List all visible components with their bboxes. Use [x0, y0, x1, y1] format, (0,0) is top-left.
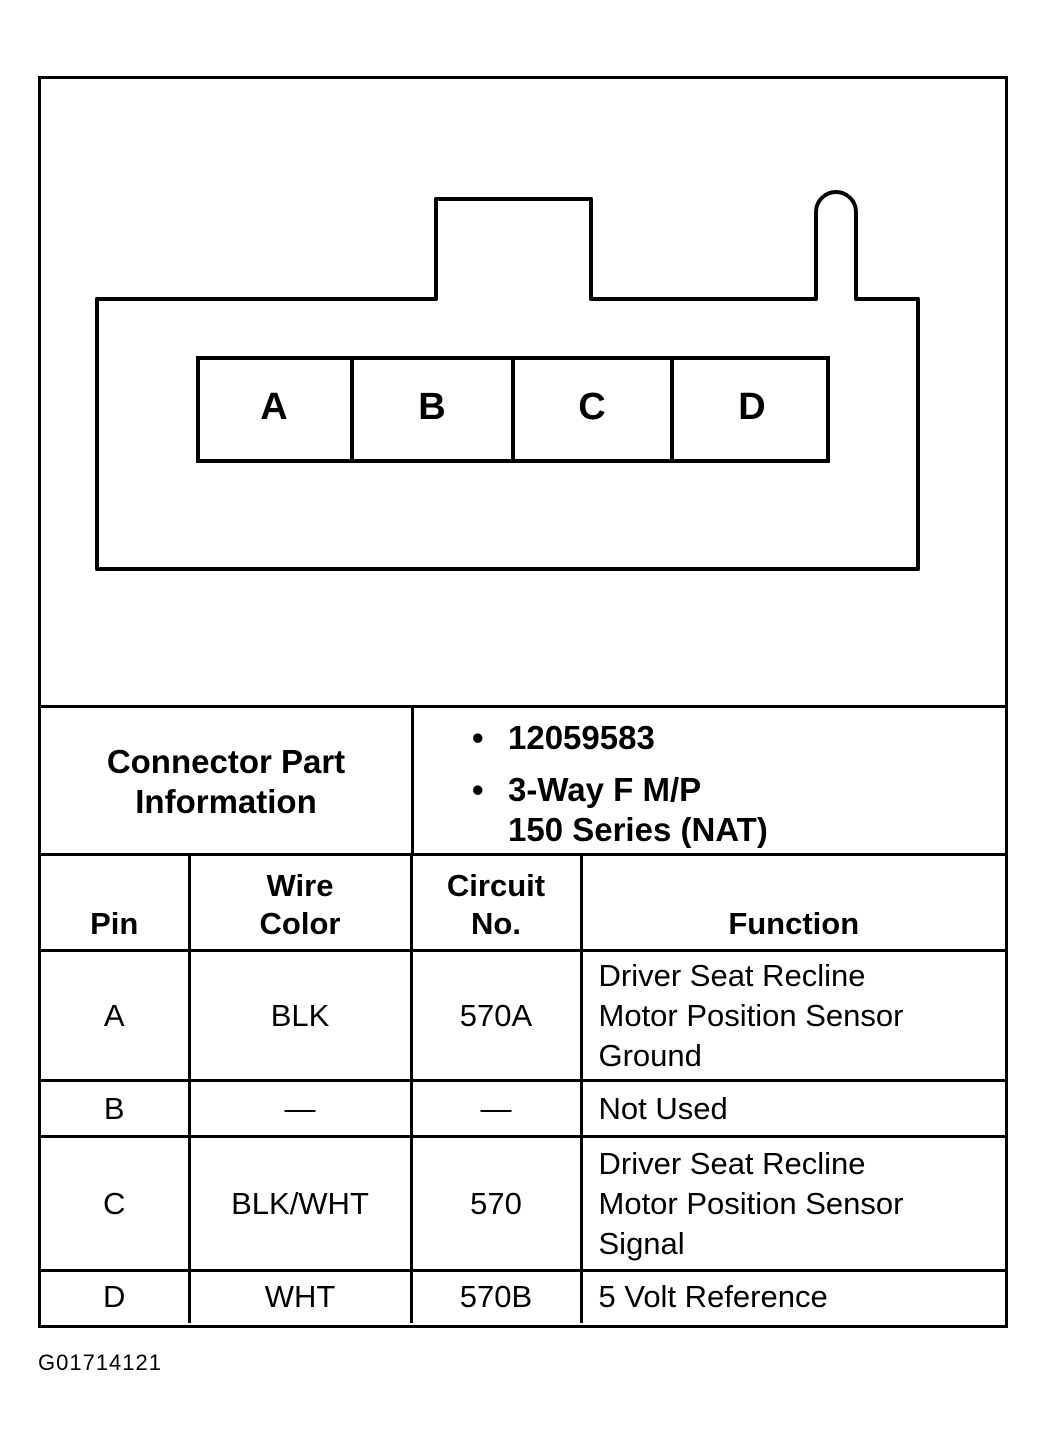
pinout-table: Pin Wire Color Circuit No. Function A BL…: [41, 853, 1005, 1323]
cavity-label-a: A: [260, 386, 288, 428]
wire-color-cell: WHT: [187, 1269, 413, 1323]
info-label-line1: Connector Part: [106, 743, 346, 780]
figure-code: G01714121: [38, 1350, 162, 1375]
info-label-line2: Information: [135, 783, 317, 820]
connector-body: [95, 190, 920, 571]
pin-cell: A: [41, 949, 191, 1082]
circuit-cell: 570B: [409, 1269, 583, 1323]
function-cell: Driver Seat Recline Motor Position Senso…: [579, 949, 1005, 1082]
connector-type: 3-Way F M/P: [508, 771, 702, 808]
header-wire-color: Wire Color: [187, 853, 413, 952]
header-function: Function: [579, 853, 1005, 952]
header-circuit-no: Circuit No.: [409, 853, 583, 952]
bullet-icon: •: [472, 771, 484, 808]
bullet-icon: •: [472, 719, 484, 756]
table-row: B — — Not Used: [41, 1079, 1005, 1138]
cavity-label-c: C: [578, 386, 606, 428]
cavity-label-b: B: [418, 386, 446, 428]
table-row: A BLK 570A Driver Seat Recline Motor Pos…: [41, 949, 1005, 1082]
connector-series: 150 Series (NAT): [508, 811, 768, 848]
part-number: 12059583: [508, 719, 655, 756]
connector-outline: [95, 190, 920, 571]
connector-face-diagram: A B C D: [41, 79, 1005, 705]
function-cell: Not Used: [579, 1079, 1005, 1138]
table-row: D WHT 570B 5 Volt Reference: [41, 1269, 1005, 1323]
wire-color-cell: —: [187, 1079, 413, 1138]
wire-color-cell: BLK: [187, 949, 413, 1082]
circuit-cell: 570: [409, 1135, 583, 1272]
function-cell: 5 Volt Reference: [579, 1269, 1005, 1323]
circuit-cell: 570A: [409, 949, 583, 1082]
pin-cell: C: [41, 1135, 191, 1272]
pin-cell: B: [41, 1079, 191, 1138]
header-pin: Pin: [41, 853, 191, 952]
table-row: C BLK/WHT 570 Driver Seat Recline Motor …: [41, 1135, 1005, 1272]
function-cell: Driver Seat Recline Motor Position Senso…: [579, 1135, 1005, 1272]
connector-sheet: A B C D Connector Part Information • 120…: [38, 76, 1008, 1328]
table-header-row: Pin Wire Color Circuit No. Function: [41, 853, 1005, 952]
connector-part-information: Connector Part Information • 12059583 • …: [41, 705, 1005, 856]
info-values: • 12059583 • 3-Way F M/P 150 Series (NAT…: [414, 708, 1005, 856]
circuit-cell: —: [409, 1079, 583, 1138]
cavity-label-d: D: [738, 386, 766, 428]
wire-color-cell: BLK/WHT: [187, 1135, 413, 1272]
info-label: Connector Part Information: [41, 708, 414, 856]
pin-cell: D: [41, 1269, 191, 1323]
